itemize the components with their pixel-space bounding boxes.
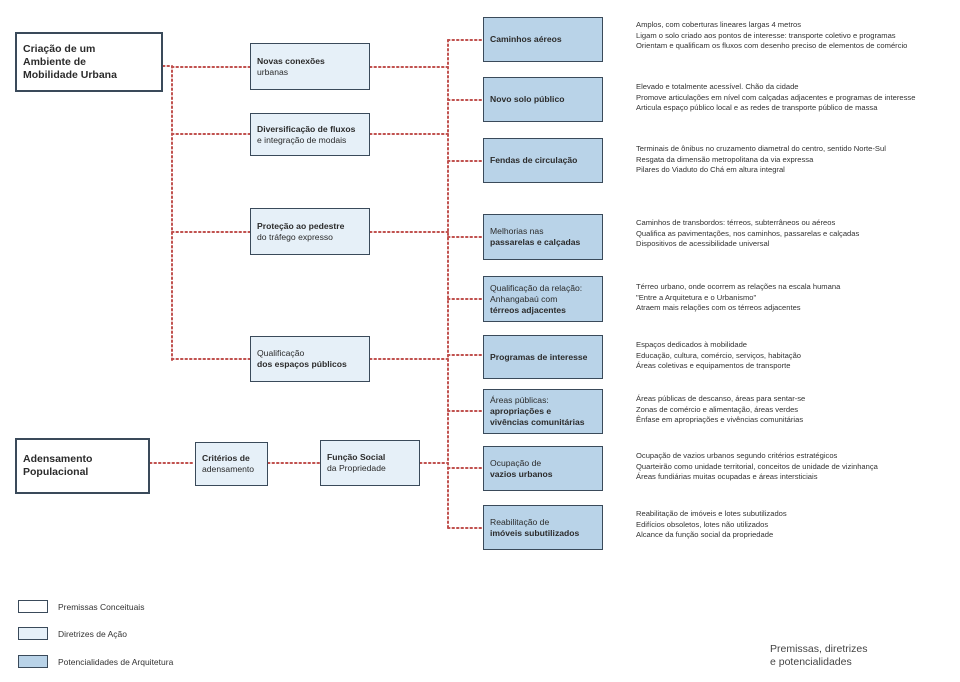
potencialidade-label-bold: apropriações e — [490, 406, 552, 416]
description-line: Articula espaço público local e as redes… — [636, 103, 878, 113]
description-line: Amplos, com coberturas lineares largas 4… — [636, 20, 802, 29]
description-melhorias-passarelas: Caminhos de transbordos: térreos, subter… — [636, 218, 859, 250]
diretriz-text: urbanas — [257, 66, 289, 77]
caption-line: e potencialidades — [770, 656, 852, 668]
description-line: Quarteirão como unidade territorial, con… — [636, 461, 878, 471]
description-ocupacao-vazios: Ocupação de vazios urbanos segundo crité… — [636, 451, 878, 483]
legend-diretrizes: Diretrizes de Ação — [18, 627, 127, 640]
legend-potencialidades: Potencialidades de Arquitetura — [18, 655, 173, 668]
diretriz-criterios-adensamento: Critérios de adensamento — [195, 442, 268, 486]
description-novo-solo-publico: Elevado e totalmente acessível. Chão da … — [636, 82, 915, 114]
diretriz-qualificacao-espacos: Qualificação dos espaços públicos — [250, 336, 370, 382]
potencialidade-label: Programas de interesse — [490, 351, 588, 362]
diretriz-text: e integração de modais — [257, 134, 347, 145]
description-line: Edifícios obsoletos, lotes não utilizado… — [636, 519, 769, 529]
description-line: Alcance da função social da propriedade — [636, 530, 774, 540]
potencialidade-label: Anhangabaú com — [490, 293, 558, 304]
description-line: Resgata da dimensão metropolitana da via… — [636, 154, 814, 164]
description-line: Atraem mais relações com os térreos adja… — [636, 303, 801, 313]
diretriz-text: do tráfego expresso — [257, 231, 333, 242]
potencialidade-label-bold: térreos adjacentes — [490, 304, 566, 315]
potencialidade-label: Qualificação da relação: — [490, 282, 583, 293]
diretriz-bold: Critérios de — [202, 453, 250, 463]
legend-label: Diretrizes de Ação — [58, 628, 127, 639]
diretriz-bold: Proteção ao pedestre — [257, 220, 345, 231]
description-line: Zonas de comércio e alimentação, áreas v… — [636, 404, 799, 414]
potencialidade-ocupacao-vazios: Ocupação de vazios urbanos — [483, 446, 603, 491]
legend-swatch-premissas — [18, 600, 48, 613]
description-line: Promove articulações em nível com calçad… — [636, 92, 916, 102]
potencialidade-label: Caminhos aéreos — [490, 34, 562, 44]
description-line: Pilares do Viaduto do Chá em altura inte… — [636, 165, 785, 175]
diretriz-text: adensamento — [202, 464, 255, 474]
description-line: Ocupação de vazios urbanos segundo crité… — [636, 451, 838, 460]
potencialidade-novo-solo-publico: Novo solo público — [483, 77, 603, 122]
diretriz-novas-conexoes: Novas conexões urbanas — [250, 43, 370, 90]
description-programas-interesse: Espaços dedicados à mobilidade Educação,… — [636, 340, 801, 372]
description-line: Térreo urbano, onde ocorrem as relações … — [636, 282, 841, 291]
diretriz-diversificacao-fluxos: Diversificação de fluxos e integração de… — [250, 113, 370, 156]
description-line: Ligam o solo criado aos pontos de intere… — [636, 30, 896, 40]
diretriz-funcao-social: Função Social da Propriedade — [320, 440, 420, 486]
diretriz-text: da Propriedade — [327, 463, 386, 473]
potencialidade-label-bold: vazios urbanos — [490, 468, 553, 479]
premissa-mobilidade-urbana: Criação de um Ambiente de Mobilidade Urb… — [15, 32, 163, 92]
description-line: Áreas coletivas e equipamentos de transp… — [636, 361, 791, 371]
description-line: Caminhos de transbordos: térreos, subter… — [636, 218, 836, 227]
potencialidade-label: Reabilitação de — [490, 516, 550, 527]
legend-label: Premissas Conceituais — [58, 601, 145, 612]
premissa-adensamento: Adensamento Populacional — [15, 438, 150, 494]
potencialidade-caminhos-aereos: Caminhos aéreos — [483, 17, 603, 62]
description-caminhos-aereos: Amplos, com coberturas lineares largas 4… — [636, 20, 907, 52]
potencialidade-melhorias-passarelas: Melhorias nas passarelas e calçadas — [483, 214, 603, 260]
description-reabilitacao-imoveis: Reabilitação de imóveis e lotes subutili… — [636, 509, 787, 541]
potencialidade-label: Ocupação de — [490, 457, 542, 468]
description-line: Educação, cultura, comércio, serviços, h… — [636, 350, 802, 360]
legend-label: Potencialidades de Arquitetura — [58, 656, 174, 667]
diretriz-bold: dos espaços públicos — [257, 359, 347, 369]
potencialidade-label-bold: vivências comunitárias — [490, 417, 585, 427]
figure-caption: Premissas, diretrizes e potencialidades — [770, 643, 867, 669]
premissa-label: Criação de um Ambiente de Mobilidade Urb… — [23, 42, 117, 81]
description-line: Orientam e qualificam os fluxos com dese… — [636, 41, 908, 51]
description-qualificacao-relacao: Térreo urbano, onde ocorrem as relações … — [636, 282, 840, 314]
diretriz-protecao-pedestre: Proteção ao pedestre do tráfego expresso — [250, 208, 370, 255]
potencialidade-label: Fendas de circulação — [490, 155, 578, 165]
description-line: Espaços dedicados à mobilidade — [636, 340, 748, 349]
potencialidade-label: Áreas públicas: — [490, 395, 549, 405]
description-line: Ênfase em apropriações e vivências comun… — [636, 415, 804, 425]
description-line: Reabilitação de imóveis e lotes subutili… — [636, 509, 787, 518]
description-line: Áreas públicas de descanso, áreas para s… — [636, 394, 806, 403]
legend-swatch-potencialidades — [18, 655, 48, 668]
diretriz-text: Qualificação — [257, 348, 305, 358]
description-line: Áreas fundiárias muitas ocupadas e áreas… — [636, 472, 818, 482]
potencialidade-qualificacao-relacao: Qualificação da relação: Anhangabaú com … — [483, 276, 603, 322]
description-line: Terminais de ônibus no cruzamento diamet… — [636, 144, 886, 153]
potencialidade-label: Novo solo público — [490, 94, 565, 104]
legend-swatch-diretrizes — [18, 627, 48, 640]
description-line: "Entre a Arquitetura e o Urbanismo" — [636, 292, 757, 302]
description-fendas-circulacao: Terminais de ônibus no cruzamento diamet… — [636, 144, 886, 176]
diretriz-bold: Diversificação de fluxos — [257, 123, 356, 134]
caption-line: Premissas, diretrizes — [770, 643, 868, 655]
potencialidade-areas-publicas: Áreas públicas: apropriações e vivências… — [483, 389, 603, 434]
connector — [162, 65, 173, 361]
potencialidade-reabilitacao-imoveis: Reabilitação de imóveis subutilizados — [483, 505, 603, 550]
potencialidade-programas-interesse: Programas de interesse — [483, 335, 603, 379]
legend-premissas: Premissas Conceituais — [18, 600, 144, 613]
description-line: Elevado e totalmente acessível. Chão da … — [636, 82, 799, 91]
potencialidade-label: Melhorias nas — [490, 226, 544, 236]
potencialidade-label-bold: imóveis subutilizados — [490, 527, 580, 538]
description-line: Dispositivos de acessibilidade universal — [636, 239, 770, 249]
diretriz-bold: Novas conexões — [257, 55, 325, 66]
potencialidade-label-bold: passarelas e calçadas — [490, 237, 581, 247]
diretriz-bold: Função Social — [327, 452, 386, 462]
potencialidade-fendas-circulacao: Fendas de circulação — [483, 138, 603, 183]
premissa-label: Adensamento Populacional — [23, 453, 93, 478]
description-line: Qualifica as pavimentações, nos caminhos… — [636, 228, 860, 238]
description-areas-publicas: Áreas públicas de descanso, áreas para s… — [636, 394, 805, 426]
